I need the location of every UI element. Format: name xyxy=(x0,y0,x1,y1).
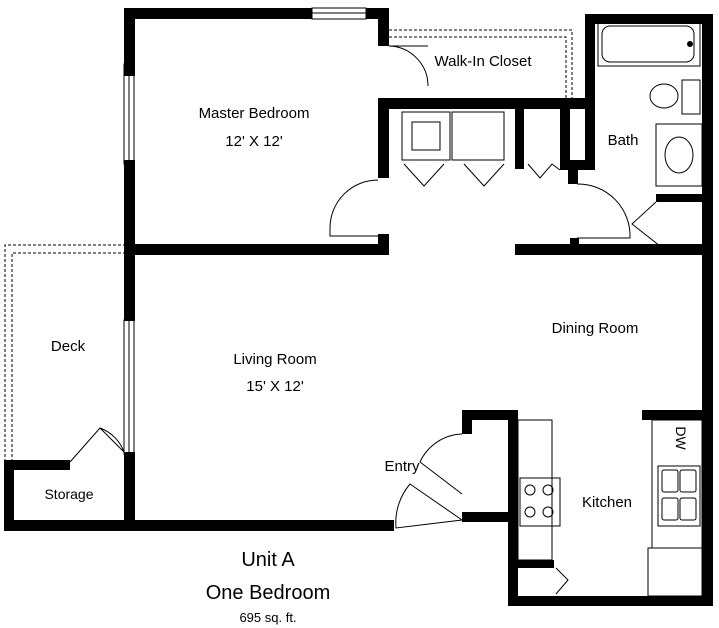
wall-living-west-upper xyxy=(124,245,135,321)
wall-corridor-south xyxy=(515,244,713,255)
wall-closet-west-lower xyxy=(378,98,389,178)
wall-linen-right xyxy=(560,109,570,169)
bathtub xyxy=(597,21,701,67)
wall-linen-left xyxy=(515,109,524,169)
label-entry: Entry xyxy=(384,458,420,475)
door-bedroom xyxy=(329,179,379,237)
wall-east xyxy=(702,14,713,414)
label-storage: Storage xyxy=(44,486,93,502)
wall-bedroom-west-lower xyxy=(124,160,135,258)
wall-entry-jamb-top xyxy=(462,410,472,434)
door-bath-closet xyxy=(631,201,661,247)
unit-title: Unit A xyxy=(241,549,295,571)
wall-bath-closet-top xyxy=(656,194,712,202)
door-closet xyxy=(388,45,429,87)
sink-bath xyxy=(664,136,694,174)
door-deck xyxy=(69,427,125,463)
laundry xyxy=(401,111,505,187)
walls xyxy=(4,8,713,606)
washer xyxy=(401,111,451,161)
vanity xyxy=(655,123,703,187)
wall-entry-south xyxy=(462,512,518,522)
wall-entry-north xyxy=(462,410,518,420)
wall-kitchen-south xyxy=(508,596,713,606)
doors xyxy=(69,45,661,595)
door-linen xyxy=(527,163,561,179)
wall-kitchen-west xyxy=(508,410,518,606)
wall-storage-west xyxy=(4,460,14,530)
door-entry-top xyxy=(419,433,463,495)
door-entry-bottom xyxy=(395,483,464,529)
sink-kitchen xyxy=(657,465,701,527)
dryer xyxy=(451,111,505,161)
wall-bedroom-north-left xyxy=(124,8,312,19)
laundry-bifold xyxy=(403,163,505,187)
unit-subtitle: One Bedroom xyxy=(206,582,331,604)
label-walk-in-closet: Walk-In Closet xyxy=(435,53,533,70)
refrigerator xyxy=(647,547,703,597)
toilet xyxy=(649,83,679,109)
wall-closet-east xyxy=(585,14,595,106)
label-kitchen: Kitchen xyxy=(582,494,632,511)
wall-living-west-lower xyxy=(124,452,135,530)
label-master-bedroom: Master Bedroom xyxy=(199,105,310,122)
wall-kitchen-east xyxy=(702,410,713,606)
wall-bedroom-north-right xyxy=(366,8,389,19)
wall-bedroom-west-upper xyxy=(124,8,135,76)
door-bath xyxy=(576,183,631,239)
wall-storage-north xyxy=(4,460,70,470)
counter-west xyxy=(517,419,553,561)
wall-kitchen-north-right xyxy=(642,410,713,420)
windows xyxy=(123,7,367,455)
wall-bedroom-jamb xyxy=(378,234,389,255)
wall-closet-south xyxy=(378,98,590,109)
kitchen-fixtures xyxy=(517,419,703,597)
stove xyxy=(519,477,561,527)
label-master-bedroom-size: 12' X 12' xyxy=(225,133,283,150)
door-pantry xyxy=(555,567,569,595)
wall-pantry-top xyxy=(518,560,554,568)
label-dishwasher: DW xyxy=(673,426,689,450)
wall-bedroom-south xyxy=(124,244,388,255)
label-living-room-size: 15' X 12' xyxy=(246,378,304,395)
deck-outline xyxy=(4,244,126,462)
label-deck: Deck xyxy=(51,338,86,355)
closet-shelf xyxy=(389,29,573,98)
wall-bath-west xyxy=(585,100,595,170)
wall-bath-jamb xyxy=(568,160,578,184)
bath-fixtures xyxy=(597,21,703,187)
wall-south xyxy=(4,520,394,531)
wall-bath-north xyxy=(585,14,713,24)
label-dining-room: Dining Room xyxy=(552,320,639,337)
wall-closet-west-upper xyxy=(378,8,389,46)
label-bath: Bath xyxy=(608,132,639,149)
label-living-room: Living Room xyxy=(233,351,316,368)
wall-corridor-jamb xyxy=(570,238,579,255)
unit-area: 695 sq. ft. xyxy=(239,610,296,625)
